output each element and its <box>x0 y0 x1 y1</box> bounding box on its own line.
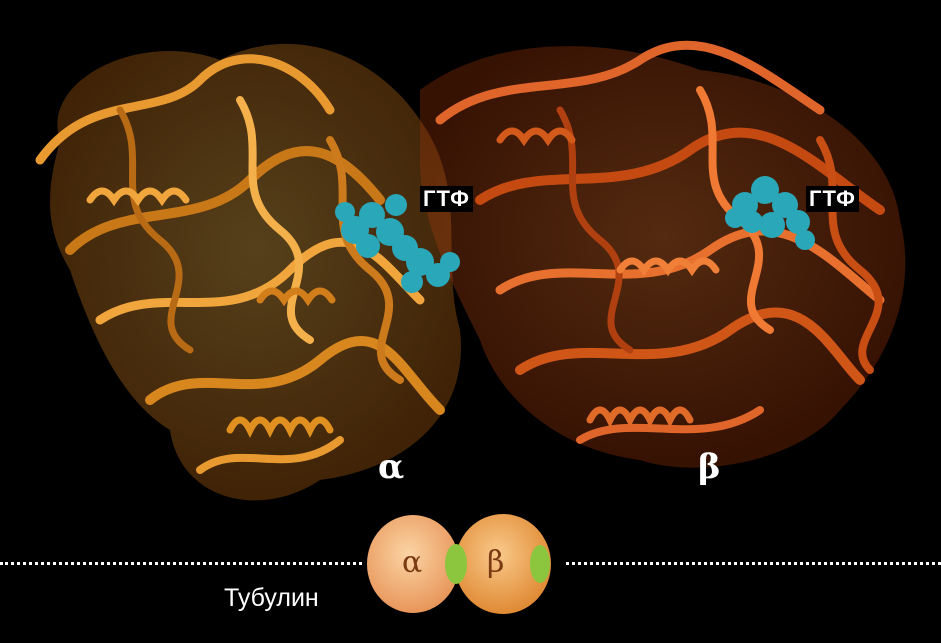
beta-subunit-ribbon <box>420 40 906 468</box>
gtp-label-beta: ГТФ <box>806 186 859 212</box>
schematic-alpha-site <box>445 544 467 584</box>
alpha-subunit-ribbon <box>35 43 461 501</box>
beta-label: β <box>698 447 721 487</box>
tubulin-schematic <box>367 514 551 614</box>
gtp-beta-site <box>725 176 815 250</box>
gtp-label-alpha: ГТФ <box>420 186 473 212</box>
schematic-beta-site <box>530 545 550 583</box>
alpha-label: α <box>378 447 405 487</box>
dotted-line-right <box>566 562 941 565</box>
tubulin-label: Тубулин <box>224 584 319 612</box>
schematic-beta-label: β <box>487 545 505 580</box>
gtp-alpha-site <box>335 194 460 293</box>
dotted-line-left <box>0 562 362 565</box>
schematic-alpha-label: α <box>402 545 423 580</box>
